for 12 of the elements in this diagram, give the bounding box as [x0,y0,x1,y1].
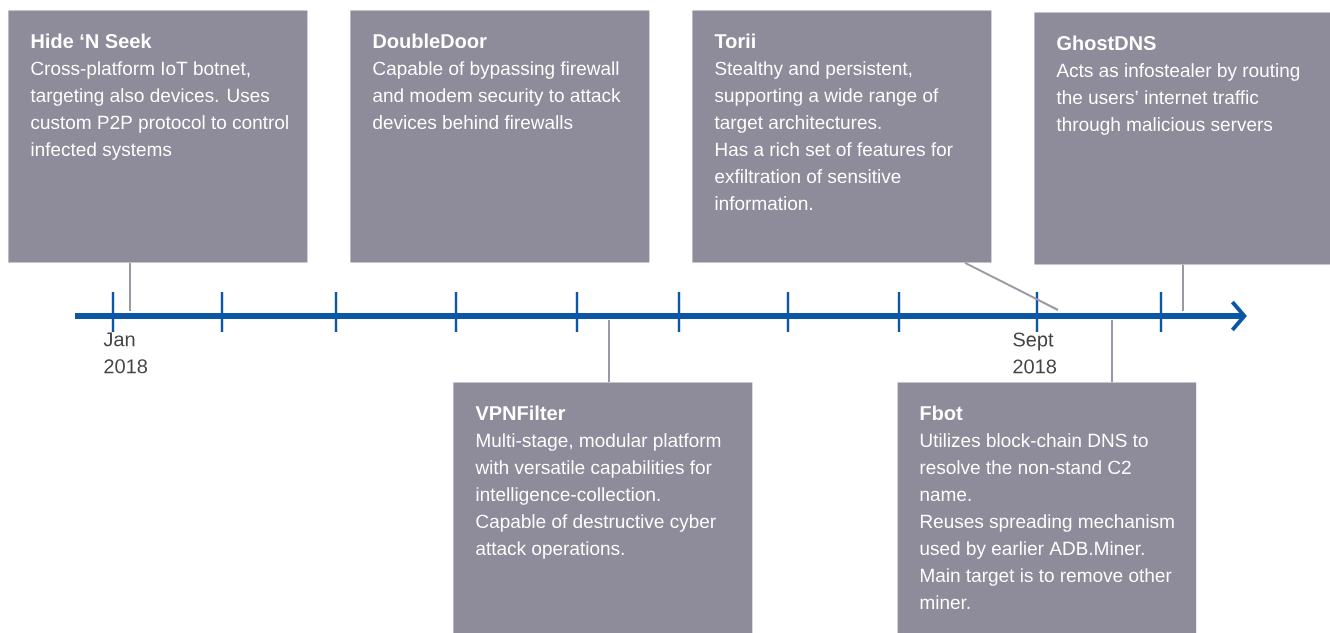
date-label: Jan 2018 [103,332,147,374]
leader-line [1111,319,1113,383]
leader-line [964,261,1059,311]
leader-line [608,319,610,383]
leader-line [1182,263,1184,312]
info-box: VPNFilter Multi-stage, modular platform with versatile capabilities for intelligence-collection. Capable of destructive cyber attack operations. [453,382,753,633]
info-box: GhostDNS Acts as infostealer by routing the users’ internet traffic through malicious servers [1034,12,1330,265]
leader-line [129,261,131,312]
info-box: Fbot Utilizes block-chain DNS to resolve the non-stand C2 name. Reuses spreading mechanism used by earlier ADB.Miner. Main target is to remove other miner. [897,382,1197,633]
info-box: Torii Stealthy and persistent, supporting a wide range of target architectures. Has a rich set of features for exfiltration of sensitive information. [692,10,992,263]
info-box: DoubleDoor Capable of bypassing firewall and modem security to attack devices behind firewalls [350,10,650,263]
info-box: Hide ‘N Seek Cross-platform IoT botnet, targeting also devices. Uses custom P2P protocol to control infected systems [8,10,308,263]
